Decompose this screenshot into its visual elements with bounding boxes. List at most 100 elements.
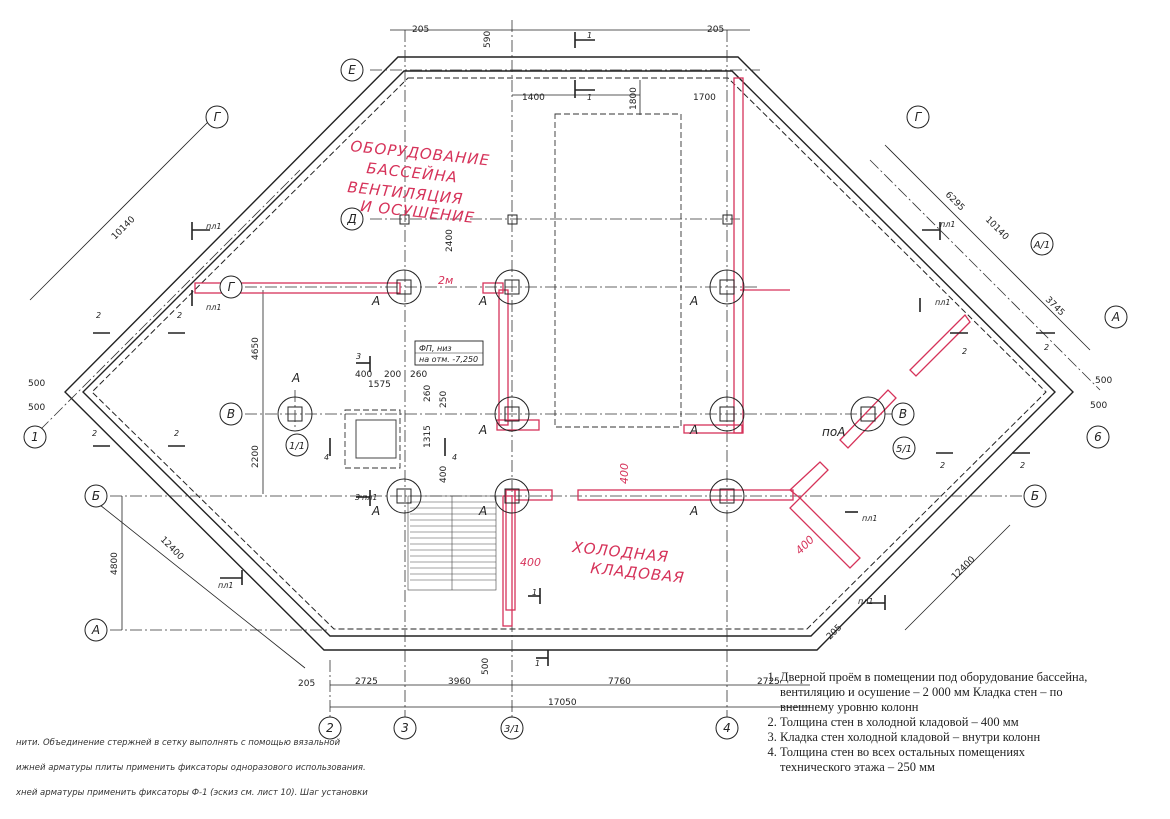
mark-sec1-top: 1 [587, 31, 592, 40]
mark-pl1-3: пл1 [940, 220, 955, 229]
axis-E: Е [348, 63, 356, 77]
mark-sec3-1: 3 [356, 352, 361, 361]
dimension-text: 205 205 590 1400 1800 1700 2725 3960 776… [28, 25, 1112, 708]
mark-A-7: А [478, 504, 487, 518]
axis-1: 1 [31, 430, 39, 444]
dim-left-500-bottom: 500 [28, 403, 45, 413]
dim-top-1400: 1400 [522, 93, 545, 103]
axis-bubbles [23, 58, 1128, 740]
dim-left-2200: 2200 [251, 445, 261, 468]
axis-3: 3 [401, 721, 409, 735]
dim-right-500-bottom: 500 [1090, 401, 1107, 411]
wall-thickness-label-2: 400 [520, 556, 541, 569]
mark-sec4-1: 4 [324, 453, 329, 462]
dim-stair-260-v: 260 [423, 385, 433, 402]
mark-A-3: А [689, 294, 698, 308]
mark-sec2-2: 2 [177, 311, 182, 320]
mark-A-5: А [689, 423, 698, 437]
reinforcement-note-1: нити. Объединение стержней в сетку выпол… [16, 738, 341, 748]
axis-2: 2 [326, 721, 334, 735]
dim-bottom-2725-right: 2725 [757, 677, 780, 687]
mark-A-4: А [478, 423, 487, 437]
fp-box: ФП, низ на отм. -7,250 [414, 340, 484, 366]
note-1: Дверной проём в помещении под оборудован… [780, 670, 1094, 715]
dim-bottom-3960: 3960 [448, 677, 471, 687]
axis-B-left: Б [92, 489, 100, 503]
dim-stair-400-v: 400 [439, 466, 449, 483]
mark-pl1-7: пл1 [862, 514, 877, 523]
mark-sec2-3: 2 [92, 429, 97, 438]
dim-stair-250: 250 [439, 391, 449, 408]
note-3: Кладка стен холодной кладовой – внутри к… [780, 730, 1094, 745]
mark-A-8: А [689, 504, 698, 518]
staircase [355, 419, 497, 591]
dim-stair-400: 400 [355, 370, 372, 380]
mark-A-6: А [371, 504, 380, 518]
mark-sec1-4: 1 [535, 659, 540, 668]
mark-A-1: А [371, 294, 380, 308]
mark-sec1-top2: 1 [587, 93, 592, 102]
room-outlines [344, 113, 682, 469]
mark-pl1-5: пл1 [218, 581, 233, 590]
dim-right-12400: 12400 [950, 555, 978, 583]
dim-left-12400: 12400 [158, 535, 186, 563]
mark-sec1-3: 1 [532, 588, 537, 597]
dim-left-4800: 4800 [110, 552, 120, 575]
column-marks: А А А А А А А А А поА пл1 пл1 пл1 пл1 пл… [92, 31, 1049, 668]
mark-pl1-1: пл1 [206, 222, 221, 231]
mark-sec2-5: 2 [962, 347, 967, 356]
axis-5-1: 5/1 [896, 444, 912, 455]
axis-6: 6 [1094, 430, 1102, 444]
mark-sec2-7: 2 [940, 461, 945, 470]
dim-left-500-top: 500 [28, 379, 45, 389]
dim-right-500-top: 500 [1095, 376, 1112, 386]
dim-top-1800: 1800 [629, 87, 639, 110]
dim-bottom-7760: 7760 [608, 677, 631, 687]
axis-V-left: В [227, 407, 235, 421]
dim-right-6295: 6295 [943, 190, 966, 213]
mark-sec2-4: 2 [174, 429, 179, 438]
axis-A1: А/1 [1033, 240, 1051, 251]
dim-top-590: 590 [483, 31, 493, 48]
mark-A-9: А [291, 371, 300, 385]
dim-top-205-right: 205 [707, 25, 724, 35]
dim-bottom-500: 500 [481, 658, 491, 675]
mark-poA: поА [822, 425, 845, 439]
mark-pl1-4: пл1 [935, 298, 950, 307]
axis-4: 4 [723, 721, 731, 735]
general-notes: Дверной проём в помещении под оборудован… [764, 670, 1094, 775]
mark-pl1-8: пл1 [362, 493, 377, 502]
axis-3-1: 3/1 [504, 724, 520, 735]
reinforcement-note-2: ижней арматуры плиты применить фиксаторы… [16, 763, 366, 773]
dim-top-1700: 1700 [693, 93, 716, 103]
reinforcement-notes: нити. Объединение стержней в сетку выпол… [16, 738, 396, 813]
dim-stair-200: 200 [384, 370, 401, 380]
axis-B-right: Б [1031, 489, 1039, 503]
grid-lines [39, 20, 1101, 720]
cold-storage-line-2: КЛАДОВАЯ [590, 559, 686, 587]
reinforcement-note-3: хней арматуры применить фиксаторы Ф-1 (э… [16, 788, 368, 798]
mark-sec2-1: 2 [96, 311, 101, 320]
dim-stair-260: 260 [410, 370, 427, 380]
mark-sec4-2: 4 [452, 453, 457, 462]
dim-stair-1315: 1315 [423, 425, 433, 448]
axis-G-diag-left: Г [214, 110, 222, 124]
axis-V-right: В [899, 407, 907, 421]
dim-left-4650: 4650 [251, 337, 261, 360]
axis-D: Д [346, 212, 356, 226]
mark-A-2: А [478, 294, 487, 308]
mark-pl1-6: пл1 [858, 597, 873, 606]
axis-labels: Е Д Г В В Б Б А А Г Г А/1 1 2 3 3/1 4 5/… [31, 63, 1120, 735]
note-4: Толщина стен во всех остальных помещения… [780, 745, 1094, 775]
dim-top-205-left: 205 [412, 25, 429, 35]
fp-box-line-2: на отм. -7,250 [419, 355, 478, 364]
axis-G: Г [228, 280, 236, 294]
fp-box-line-1: ФП, низ [419, 344, 452, 353]
mark-sec2-8: 2 [1020, 461, 1025, 470]
axis-G-diag-right: Г [915, 110, 923, 124]
wall-thickness-label-3: 400 [793, 533, 817, 557]
mark-pl1-2: пл1 [206, 303, 221, 312]
axis-1-1: 1/1 [289, 441, 305, 452]
door-width-label: 2м [438, 274, 453, 287]
